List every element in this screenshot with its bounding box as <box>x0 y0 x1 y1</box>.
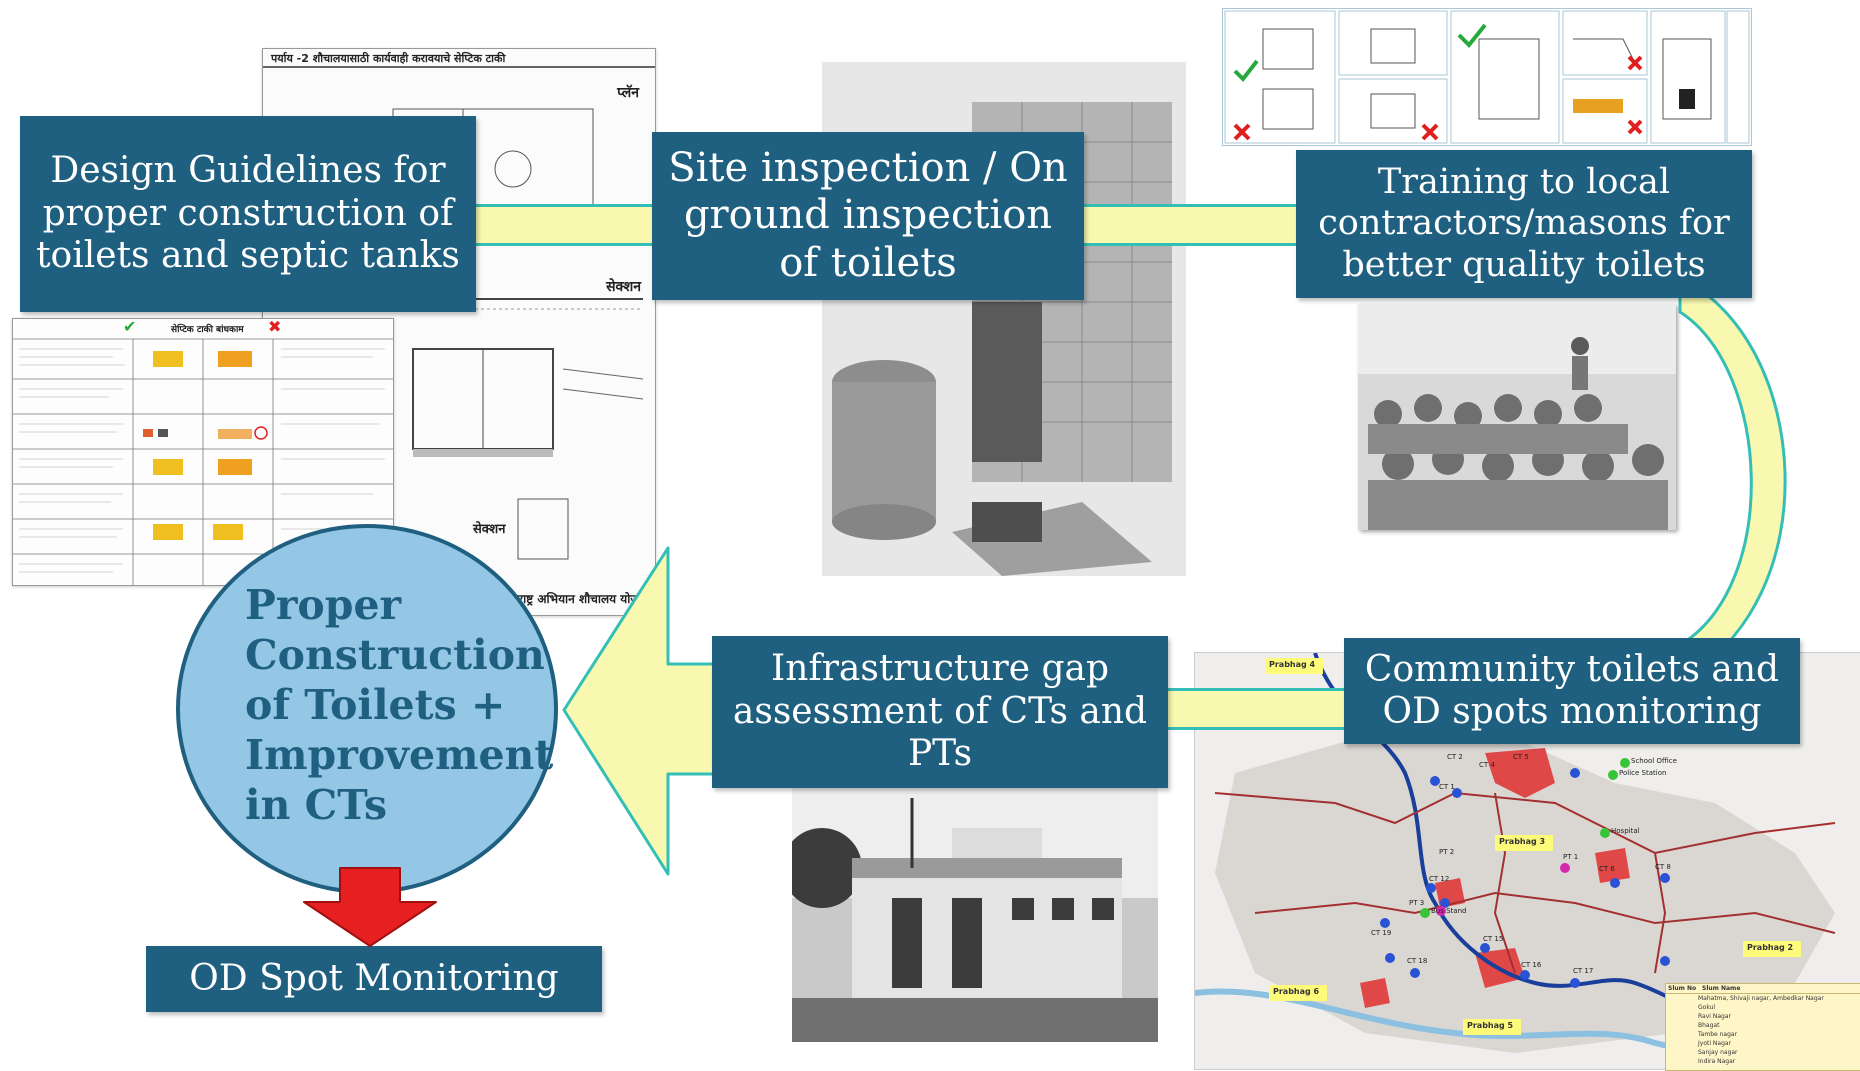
check-icon: ✔ <box>123 318 137 336</box>
connector-site-training <box>1084 206 1296 244</box>
community-toilets-text: Community toilets and OD spots monitorin… <box>1364 648 1780 732</box>
section-label-2: सेक्शन <box>473 522 506 537</box>
map-label-ct19: CT 19 <box>1371 929 1392 937</box>
community-toilet-photo <box>792 788 1158 1042</box>
map-label-prabhag-6: Prabhag 6 <box>1273 987 1320 996</box>
map-label-pt2: PT 2 <box>1439 848 1455 856</box>
site-inspection-text: Site inspection / On ground inspection o… <box>668 145 1068 286</box>
connector-design-site <box>476 206 652 244</box>
map-label-pt1: PT 1 <box>1563 853 1579 861</box>
plan-sheet-title: पर्याय -2 शौचालयासाठी कार्यवाही करावयाचे… <box>271 52 506 65</box>
map-label-ct8: CT 8 <box>1655 863 1671 871</box>
map-label-ct4: CT 4 <box>1479 761 1495 769</box>
map-label-ct5: CT 5 <box>1513 753 1529 761</box>
connector-edge <box>1084 204 1296 207</box>
site-inspection-box: Site inspection / On ground inspection o… <box>652 132 1084 300</box>
map-label-hospital: Hospital <box>1611 827 1640 835</box>
map-label-bus-stand: Bus Stand <box>1431 907 1467 915</box>
legend-row: Bhagat <box>1698 1022 1720 1029</box>
connector-edge <box>476 243 652 246</box>
training-box: Training to local contractors/masons for… <box>1296 150 1752 298</box>
toilet-design-sketches <box>1222 8 1752 146</box>
training-text: Training to local contractors/masons for… <box>1318 162 1730 285</box>
map-label-prabhag-2: Prabhag 2 <box>1747 943 1794 952</box>
guideline-illustrations <box>13 338 393 585</box>
od-spot-monitoring-box: OD Spot Monitoring <box>146 946 602 1012</box>
mason-training-photo <box>1358 304 1676 530</box>
map-label-ct18: CT 18 <box>1407 957 1428 965</box>
section-label: सेक्शन <box>606 279 641 295</box>
cross-icon: ✖ <box>268 318 282 336</box>
guidelines-sheet-title: सेप्टिक टाकी बांधकाम <box>171 325 244 335</box>
legend-row: Ravi Nagar <box>1698 1013 1731 1020</box>
map-label-ct15: CT 15 <box>1483 935 1504 943</box>
legend-col-slum-no: Slum No <box>1668 985 1697 992</box>
legend-row: Mahatma, Shivaji nagar, Ambedkar Nagar <box>1698 995 1824 1002</box>
connector-edge <box>476 204 652 207</box>
map-label-ct1: CT 1 <box>1439 783 1455 791</box>
map-label-ct12: CT 12 <box>1429 875 1450 883</box>
legend-col-slum-name: Slum Name <box>1702 985 1741 992</box>
connector-community-infra <box>1168 690 1344 728</box>
connector-edge <box>1084 243 1296 246</box>
legend-row: Indira Nagar <box>1698 1058 1736 1065</box>
center-outcome-text: Proper Construction of Toilets + Improve… <box>245 581 554 829</box>
legend-row: Jyoti Nagar <box>1698 1040 1732 1047</box>
infrastructure-gap-box: Infrastructure gap assessment of CTs and… <box>712 636 1168 788</box>
plan-label: प्लॅन <box>617 85 639 101</box>
map-label-ct6: CT 6 <box>1599 865 1615 873</box>
map-label-pt3: PT 3 <box>1409 899 1425 907</box>
legend-row: Gokul <box>1698 1004 1716 1011</box>
infrastructure-gap-text: Infrastructure gap assessment of CTs and… <box>732 648 1148 775</box>
septic-guidelines-sheet: सेप्टिक टाकी बांधकाम ✔ ✖ <box>12 318 394 586</box>
map-label-prabhag-3: Prabhag 3 <box>1499 837 1546 846</box>
map-label-police-station: Police Station <box>1619 769 1667 777</box>
map-label-prabhag-5: Prabhag 5 <box>1467 1021 1514 1030</box>
od-spot-monitoring-text: OD Spot Monitoring <box>189 957 559 999</box>
toilet-construction-photo <box>822 62 1186 576</box>
map-label-school-office: School Office <box>1631 757 1677 765</box>
design-guidelines-box: Design Guidelines for proper constructio… <box>20 116 476 312</box>
legend-row: Tambe nagar <box>1698 1031 1738 1038</box>
map-label-ct2: CT 2 <box>1447 753 1463 761</box>
legend-row: Sanjay nagar <box>1698 1049 1738 1056</box>
connector-edge <box>1168 727 1344 730</box>
connector-edge <box>1168 688 1344 691</box>
map-label-ct17: CT 17 <box>1573 967 1594 975</box>
down-arrow-icon <box>303 867 437 947</box>
map-label-prabhag-4: Prabhag 4 <box>1269 660 1316 669</box>
design-guidelines-text: Design Guidelines for proper constructio… <box>36 150 460 277</box>
map-legend-table: Slum No Slum Name Mahatma, Shivaji nagar… <box>1665 983 1860 1071</box>
map-label-ct16: CT 16 <box>1521 961 1542 969</box>
community-toilets-box: Community toilets and OD spots monitorin… <box>1344 638 1800 744</box>
